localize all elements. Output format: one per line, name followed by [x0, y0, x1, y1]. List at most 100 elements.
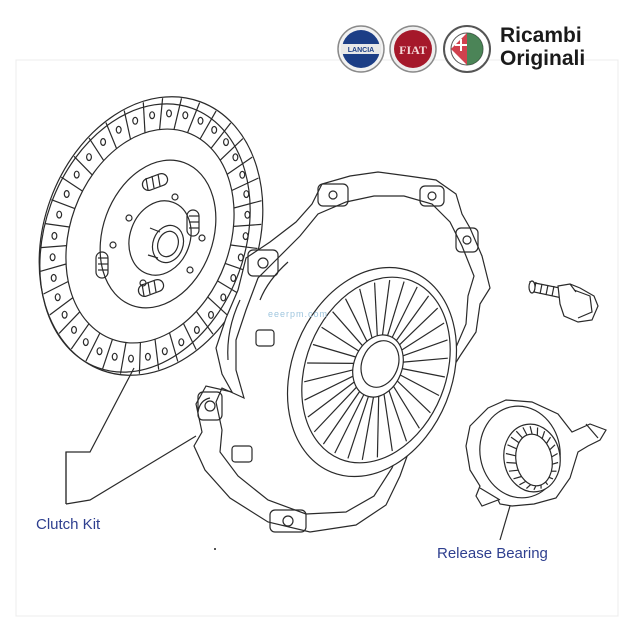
bearing-spline	[505, 452, 516, 457]
disc-rivet	[85, 153, 92, 162]
diaphragm-finger	[374, 282, 378, 336]
diaphragm-finger	[304, 375, 354, 401]
disc-rivet	[161, 347, 168, 356]
fiat-logo-text: FIAT	[399, 43, 427, 57]
bearing-spline	[506, 461, 517, 464]
diaphragm-finger	[392, 385, 420, 429]
bearing-spline	[515, 430, 523, 439]
diaphragm-finger	[391, 286, 418, 338]
disc-rivet	[220, 293, 227, 302]
stray-dot	[214, 548, 216, 550]
friction-segment-line	[73, 155, 93, 176]
lancia-logo: LANCIA	[337, 25, 385, 73]
brand-wordmark: Ricambi Originali	[500, 24, 585, 70]
diaphragm-finger	[383, 394, 393, 452]
bearing-spline	[513, 475, 522, 480]
friction-segment-line	[207, 296, 229, 317]
bearing-spline	[545, 481, 549, 486]
clutch-kit-label: Clutch Kit	[36, 516, 101, 533]
disc-rivet	[237, 253, 244, 262]
friction-segment-line	[168, 332, 179, 362]
bearing-spline	[519, 480, 527, 486]
diaphragm-finger	[388, 390, 408, 442]
disc-rivet	[50, 273, 57, 282]
disc-rivet	[242, 232, 249, 241]
diaphragm-finger	[313, 386, 357, 433]
friction-segment-line	[159, 98, 164, 130]
bearing-spline	[529, 426, 533, 435]
friction-segment-line	[85, 332, 101, 362]
friction-segment-line	[123, 110, 132, 140]
diaphragm-finger	[381, 280, 391, 336]
friction-segment-line	[182, 323, 197, 350]
bolt	[528, 280, 599, 323]
disc-rivet	[197, 116, 204, 125]
disc-rivet	[239, 170, 246, 179]
friction-segment-line	[40, 245, 67, 249]
disc-rivet	[182, 111, 189, 120]
diaphragm-finger	[376, 396, 380, 458]
disc-rivet	[49, 253, 56, 262]
leader-lines	[65, 367, 511, 541]
disc-rivet	[132, 116, 139, 125]
bearing-spline	[541, 431, 546, 439]
diaphragm-finger	[304, 369, 353, 383]
disc-rivets	[49, 109, 251, 363]
bearing-splines	[505, 426, 559, 491]
disc-rivet	[54, 293, 61, 302]
friction-segment-line	[60, 176, 83, 192]
fiat-logo: FIAT	[389, 25, 437, 73]
bearing-spline	[510, 436, 520, 444]
alfa-romeo-logo	[443, 25, 491, 73]
diagram-frame	[15, 59, 619, 617]
disc-rivet	[111, 352, 118, 361]
release-bearing	[465, 399, 607, 507]
pressure-plate	[193, 171, 491, 533]
diaphragm-finger	[401, 322, 445, 351]
friction-segment-line	[40, 263, 67, 272]
disc-rivet	[100, 138, 107, 147]
friction-segment-line	[105, 122, 118, 149]
damper-springs	[95, 173, 200, 297]
diaphragm-finger	[322, 391, 361, 445]
disc-rivet	[223, 138, 230, 147]
bearing-spline	[525, 484, 532, 489]
brand-line-2: Originali	[500, 47, 586, 70]
disc-rivet	[211, 125, 218, 134]
disc-rivet	[51, 231, 58, 240]
diaphragm-fingers	[304, 280, 448, 461]
release-bearing-label: Release Bearing	[437, 545, 548, 562]
disc-rivet	[61, 310, 68, 319]
disc-rivet	[63, 190, 70, 199]
brand-line-1: Ricambi	[500, 24, 582, 47]
disc-rivet	[166, 109, 173, 118]
diaphragm-finger	[399, 307, 439, 346]
diaphragm-finger	[312, 343, 356, 358]
disc-rivet	[128, 354, 135, 363]
bearing-spline	[549, 444, 556, 451]
friction-segment-line	[119, 342, 127, 374]
disc-rivet	[208, 310, 215, 319]
diaphragm-finger	[307, 381, 355, 418]
friction-segment-line	[210, 122, 232, 149]
friction-segment-line	[101, 339, 113, 370]
friction-segments	[40, 98, 262, 374]
disc-rivet	[73, 170, 80, 179]
bearing-spline	[522, 427, 528, 436]
bearing-spline	[552, 461, 559, 465]
diaphragm-finger	[396, 380, 431, 414]
disc-rivet	[149, 111, 156, 120]
friction-segment-line	[226, 156, 253, 175]
disc-rivet	[82, 338, 89, 347]
friction-segment-line	[49, 297, 74, 316]
friction-segment-line	[187, 102, 201, 133]
diaphragm-finger	[402, 339, 448, 357]
disc-rivet	[193, 326, 200, 335]
bearing-spline	[507, 444, 517, 450]
friction-segment-line	[44, 222, 70, 228]
friction-segment-line	[43, 280, 69, 295]
diaphragm-finger	[361, 396, 375, 461]
disc-rivet	[56, 210, 63, 219]
clutch-disc	[38, 96, 264, 376]
